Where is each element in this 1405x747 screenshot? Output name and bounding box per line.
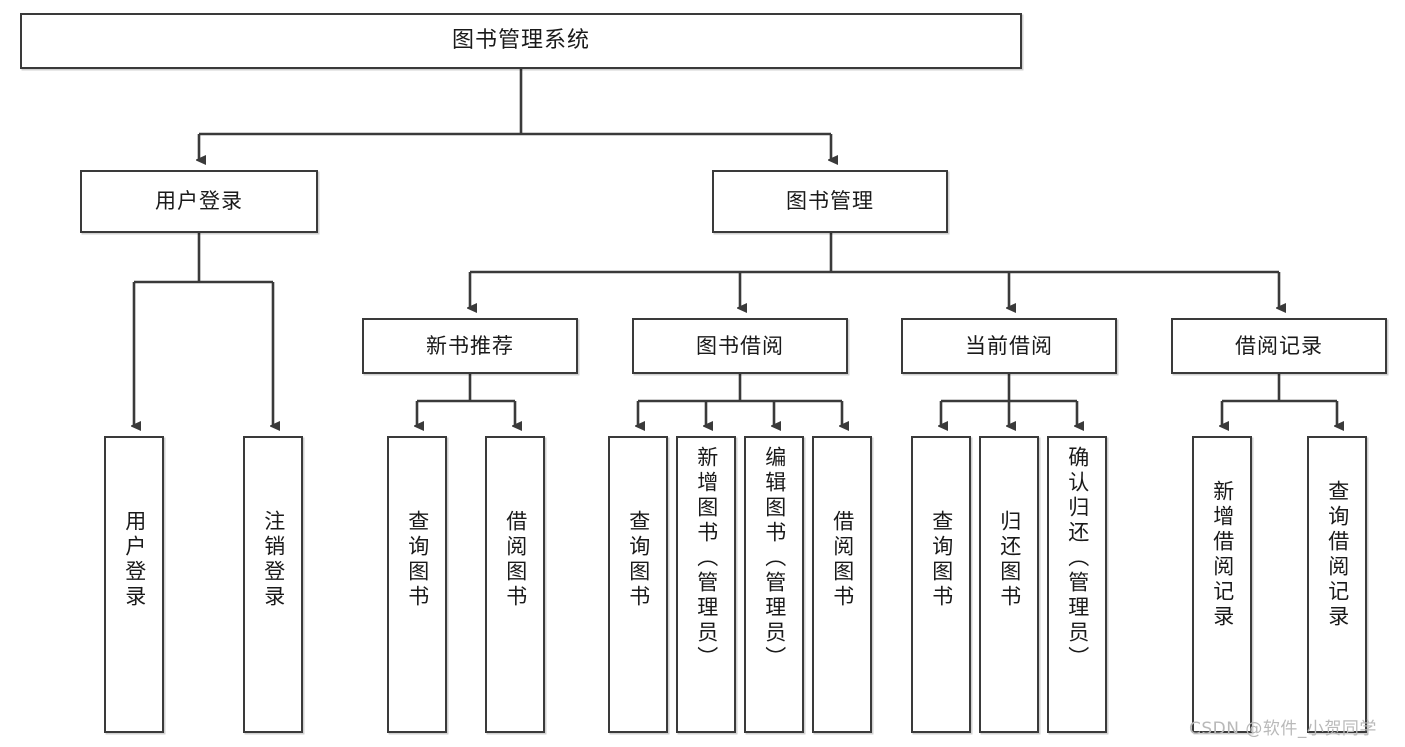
node-leaf-query-book-1[interactable]: 查询图书 <box>387 436 447 733</box>
node-leaf-borrow-book-2-label: 借阅图书 <box>830 510 855 610</box>
node-leaf-query-book-1-label: 查询图书 <box>405 510 430 610</box>
node-leaf-query-record[interactable]: 查询借阅记录 <box>1307 436 1367 733</box>
node-current-borrow[interactable]: 当前借阅 <box>901 318 1117 374</box>
node-new-book-recommend[interactable]: 新书推荐 <box>362 318 578 374</box>
node-leaf-edit-book-label: 编辑图书（管理员） <box>762 446 787 671</box>
node-leaf-borrow-book-2[interactable]: 借阅图书 <box>812 436 872 733</box>
node-leaf-query-record-label: 查询借阅记录 <box>1325 480 1350 630</box>
node-leaf-return-book-label: 归还图书 <box>997 510 1022 610</box>
node-book-borrow[interactable]: 图书借阅 <box>632 318 848 374</box>
node-new-book-recommend-label: 新书推荐 <box>426 333 514 358</box>
node-leaf-edit-book[interactable]: 编辑图书（管理员） <box>744 436 804 733</box>
node-borrow-record[interactable]: 借阅记录 <box>1171 318 1387 374</box>
node-root[interactable]: 图书管理系统 <box>20 13 1022 69</box>
node-leaf-return-book[interactable]: 归还图书 <box>979 436 1039 733</box>
node-leaf-add-record-label: 新增借阅记录 <box>1210 480 1235 630</box>
node-book-manage-label: 图书管理 <box>786 189 874 213</box>
node-leaf-confirm-return[interactable]: 确认归还（管理员） <box>1047 436 1107 733</box>
node-root-label: 图书管理系统 <box>451 28 590 53</box>
node-leaf-query-book-2-label: 查询图书 <box>626 510 651 610</box>
node-leaf-borrow-book-1[interactable]: 借阅图书 <box>485 436 545 733</box>
node-leaf-add-book[interactable]: 新增图书（管理员） <box>676 436 736 733</box>
node-user-login[interactable]: 用户登录 <box>80 170 318 233</box>
node-leaf-logout-label: 注销登录 <box>261 510 286 610</box>
node-leaf-user-login-label: 用户登录 <box>122 510 147 610</box>
node-leaf-query-book-3[interactable]: 查询图书 <box>911 436 971 733</box>
node-current-borrow-label: 当前借阅 <box>965 333 1053 358</box>
node-leaf-confirm-return-label: 确认归还（管理员） <box>1065 446 1090 671</box>
node-leaf-borrow-book-1-label: 借阅图书 <box>503 510 528 610</box>
node-leaf-query-book-3-label: 查询图书 <box>929 510 954 610</box>
node-leaf-add-book-label: 新增图书（管理员） <box>694 446 719 671</box>
node-leaf-add-record[interactable]: 新增借阅记录 <box>1192 436 1252 733</box>
node-book-manage[interactable]: 图书管理 <box>712 170 948 233</box>
node-leaf-query-book-2[interactable]: 查询图书 <box>608 436 668 733</box>
node-borrow-record-label: 借阅记录 <box>1235 333 1323 358</box>
node-book-borrow-label: 图书借阅 <box>696 333 784 358</box>
node-leaf-user-login[interactable]: 用户登录 <box>104 436 164 733</box>
node-user-login-label: 用户登录 <box>155 189 243 213</box>
node-leaf-logout[interactable]: 注销登录 <box>243 436 303 733</box>
